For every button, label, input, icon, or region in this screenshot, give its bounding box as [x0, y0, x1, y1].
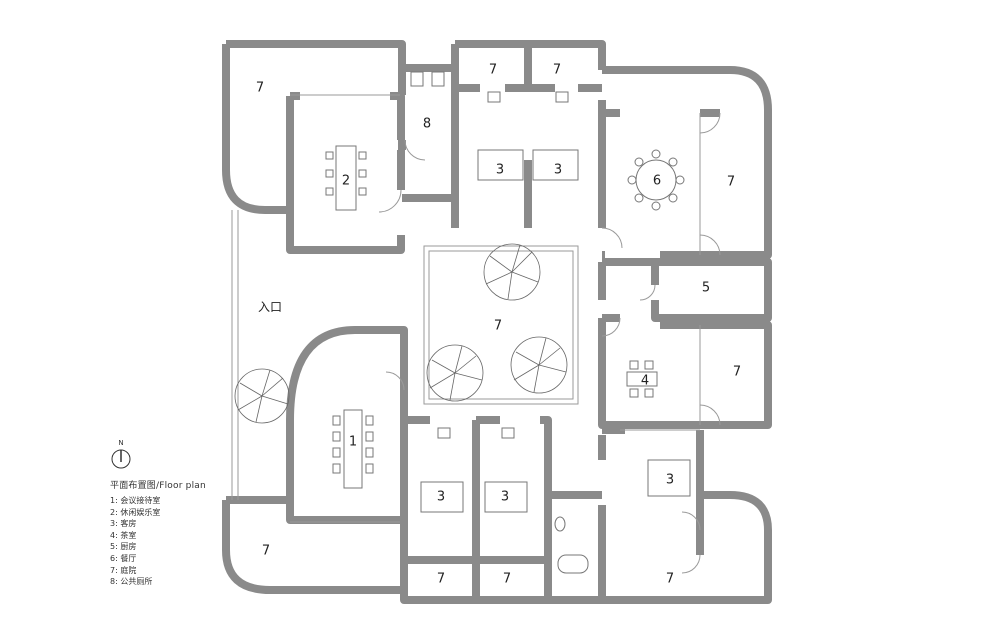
room-label-1: 1 — [349, 435, 357, 450]
legend-title: 平面布置图/Floor plan — [110, 481, 206, 491]
room-label-2: 2 — [342, 174, 350, 189]
room-label-3b: 3 — [554, 163, 562, 178]
room-label-3c: 3 — [437, 490, 445, 505]
yard-label-right-mid: 7 — [733, 365, 741, 380]
legend-item-4: 4: 茶室 — [110, 530, 137, 540]
entrance-label: 入口 — [258, 300, 282, 314]
room-label-4: 4 — [641, 374, 649, 389]
doors — [378, 112, 721, 574]
tree-center-right — [510, 336, 568, 394]
yard-label-bottom-2: 7 — [503, 572, 511, 587]
furniture — [325, 71, 691, 574]
room-label-3e: 3 — [666, 473, 674, 488]
legend-item-3: 3: 客房 — [110, 519, 137, 529]
legend-item-7: 7: 庭院 — [110, 565, 137, 575]
tree-entrance — [234, 368, 290, 424]
yard-label-bottom-right: 7 — [666, 572, 674, 587]
legend-item-2: 2: 休闲娱乐室 — [110, 507, 161, 517]
legend-item-8: 8: 公共厕所 — [110, 577, 153, 587]
room-label-6: 6 — [653, 174, 661, 189]
yard-label-top-2: 7 — [553, 63, 561, 78]
walls — [222, 40, 772, 604]
room-label-3d: 3 — [501, 490, 509, 505]
room-label-8: 8 — [423, 117, 431, 132]
yard-label-center: 7 — [494, 319, 502, 334]
tree-center-top — [483, 243, 541, 301]
yard-label-right-top: 7 — [727, 175, 735, 190]
yard-label-top-1: 7 — [489, 63, 497, 78]
room-label-5: 5 — [702, 281, 710, 296]
tree-center-left — [426, 344, 484, 402]
legend-item-1: 1: 会议接待室 — [110, 496, 161, 505]
north-label: N — [118, 439, 123, 447]
legend-item-6: 6: 餐厅 — [110, 553, 137, 563]
yard-label-bottom-1: 7 — [437, 572, 445, 587]
legend: 平面布置图/Floor plan 1: 会议接待室 2: 休闲娱乐室 3: 客房… — [110, 478, 206, 588]
room-label-3a: 3 — [496, 163, 504, 178]
room-labels: 1 2 3 3 3 3 3 4 5 6 8 7 7 7 7 7 7 7 7 7 … — [256, 63, 741, 587]
north-arrow: N — [111, 439, 131, 469]
yard-label-bottom-left: 7 — [262, 544, 270, 559]
yard-label-top-left: 7 — [256, 81, 264, 96]
legend-item-5: 5: 厨房 — [110, 542, 137, 552]
